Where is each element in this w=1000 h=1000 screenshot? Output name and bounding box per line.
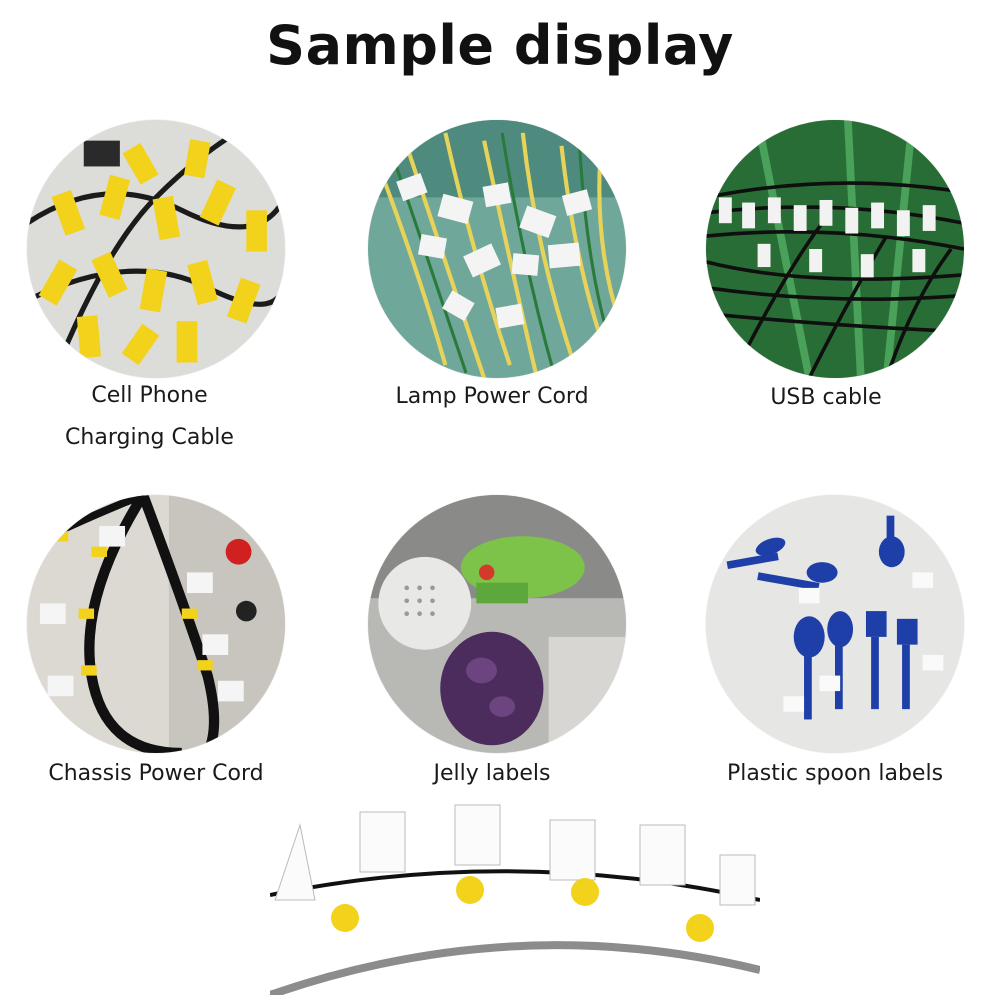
sample-caption-jelly: Jelly labels [433,761,551,786]
jelly-labels-photo [368,495,626,753]
sample-caption-chassis: Chassis Power Cord [48,761,264,786]
label-strip-photo [270,800,760,995]
sample-caption-spoon: Plastic spoon labels [726,761,944,786]
chassis-power-cord-photo [27,495,285,753]
sample-caption-usb: USB cable [770,385,882,410]
sample-caption-lamp: Lamp Power Cord [395,384,589,409]
cell-phone-cable-photo [27,120,285,378]
lamp-power-cord-photo [368,120,626,378]
page-title: Sample display [266,14,734,77]
usb-cable-photo [706,120,964,378]
plastic-spoon-photo [706,495,964,753]
sample-caption-cell-phone: Cell Phone Charging Cable [65,383,234,450]
